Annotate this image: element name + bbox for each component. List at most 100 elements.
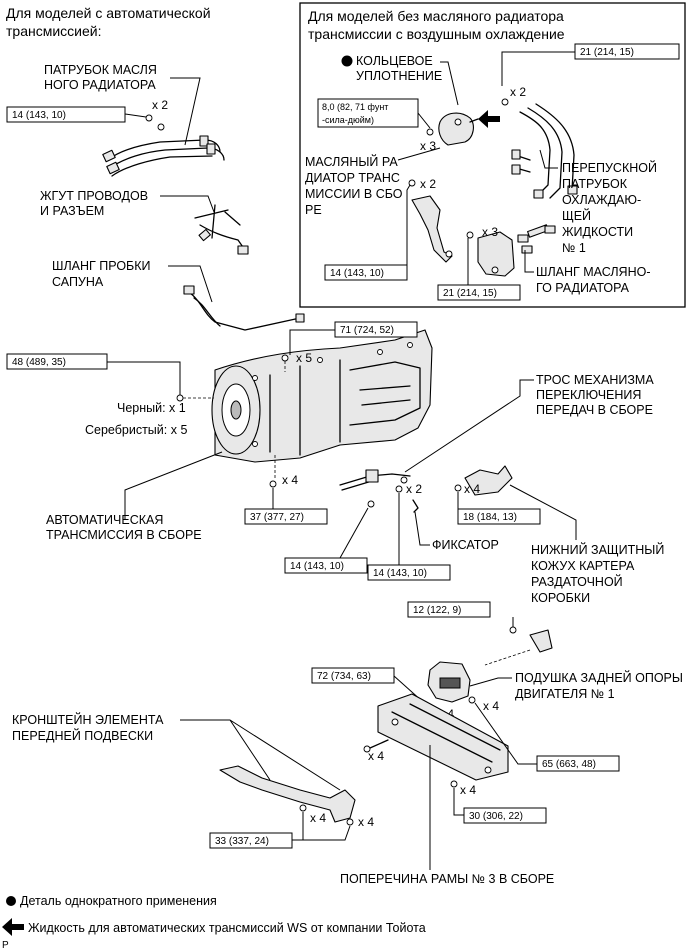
non-reusable-dot-inset	[341, 55, 353, 67]
crossmember-drawing	[377, 693, 509, 781]
inset-heading-line2: трансмиссии с воздушным охлаждение	[308, 26, 565, 42]
torque-cooler: 14 (143, 10)	[12, 110, 66, 121]
label-engine-mount-2: ДВИГАТЕЛЯ № 1	[515, 687, 615, 701]
torque-18: 18 (184, 13)	[463, 512, 517, 523]
label-black: Черный: x 1	[117, 401, 186, 415]
torque-21-bottom: 21 (214, 15)	[443, 288, 497, 299]
qty-4a: x 4	[282, 473, 298, 487]
qty-4b: x 4	[464, 482, 480, 496]
torque-box-14-inset	[324, 264, 408, 281]
torque-box-21-bottom	[437, 284, 521, 301]
label-transfer-cover-1: НИЖНИЙ ЗАЩИТНЫЙ	[531, 542, 664, 557]
torque-14-a: 14 (143, 10)	[290, 561, 344, 572]
label-transfer-cover-3: РАЗДАТОЧНОЙ	[531, 574, 623, 589]
label-suspension-2: ПЕРЕДНЕЙ ПОДВЕСКИ	[12, 728, 153, 743]
mount-bracket-drawing	[529, 629, 553, 653]
fluid-arrow-legend-icon	[2, 918, 24, 936]
inset-oil-cooler-drawing	[426, 112, 479, 146]
label-bypass-4: ЩЕЙ	[562, 208, 591, 223]
wire-harness-drawing	[194, 204, 249, 255]
qty-cooler: x 2	[152, 98, 168, 112]
qty-3a: x 3	[420, 139, 436, 153]
label-shift-cable-1: ТРОС МЕХАНИЗМА	[536, 373, 654, 387]
inset-bracket-drawing	[411, 195, 453, 263]
label-clip: ФИКСАТОР	[432, 538, 499, 552]
fluid-arrow-icon	[478, 110, 500, 128]
label-bypass-2: ПАТРУБОК	[562, 177, 628, 191]
qty-4g: x 4	[310, 811, 326, 825]
qty-3b: x 3	[482, 225, 498, 239]
label-engine-mount-1: ПОДУШКА ЗАДНЕЙ ОПОРЫ	[515, 670, 683, 685]
torque-21-top: 21 (214, 15)	[580, 47, 634, 58]
qty-2b: x 2	[420, 177, 436, 191]
automatic-transmission-drawing	[211, 329, 433, 463]
inset-valve-block-drawing	[466, 224, 556, 277]
torque-8-line2: -сила-дюйм)	[322, 115, 374, 125]
label-silver: Серебристый: x 5	[85, 423, 187, 437]
breather-hose-drawing	[183, 285, 305, 331]
label-cooler-hose-1: ШЛАНГ МАСЛЯНО-	[536, 265, 651, 279]
label-bypass-3: ОХЛАЖДАЮ-	[562, 193, 641, 207]
qty-5: x 5	[296, 351, 312, 365]
transfer-cover-drawing	[454, 465, 513, 496]
torque-box-12	[407, 601, 491, 618]
legend-non-reusable: Деталь однократного применения	[20, 894, 217, 908]
auto-models-heading-line2: трансмиссией:	[6, 23, 101, 39]
label-bypass-5: ЖИДКОСТИ	[562, 225, 633, 239]
label-harness-1: ЖГУТ ПРОВОДОВ	[40, 189, 148, 203]
label-breather-1: ШЛАНГ ПРОБКИ	[52, 259, 151, 273]
label-transfer-cover-2: КОЖУХ КАРТЕРА	[531, 559, 635, 573]
torque-box-14-a	[284, 557, 368, 574]
qty-2c: x 2	[406, 482, 422, 496]
footer-mark: P	[2, 940, 9, 951]
non-reusable-dot-icon	[6, 896, 16, 906]
label-breather-2: САПУНА	[52, 275, 104, 289]
label-harness-2: И РАЗЪЕМ	[40, 204, 104, 218]
shift-cable-drawing	[339, 469, 411, 491]
torque-37: 37 (377, 27)	[250, 512, 304, 523]
legend-fluid: Жидкость для автоматических трансмиссий …	[28, 921, 426, 935]
label-transfer-cover-4: КОРОБКИ	[531, 591, 590, 605]
label-shift-cable-3: ПЕРЕДАЧ В СБОРЕ	[536, 403, 653, 417]
torque-box-8	[317, 98, 419, 128]
label-crossmember: ПОПЕРЕЧИНА РАМЫ № 3 В СБОРЕ	[340, 872, 554, 886]
engine-mount-drawing	[427, 661, 476, 704]
torque-14-inset: 14 (143, 10)	[330, 268, 384, 279]
torque-14-b: 14 (143, 10)	[373, 568, 427, 579]
bypass-pipe-drawing	[511, 103, 578, 199]
torque-30: 30 (306, 22)	[469, 811, 523, 822]
qty-4h: x 4	[358, 815, 374, 829]
qty-4f: x 4	[460, 783, 476, 797]
label-cooler-assy-2: ДИАТОР ТРАНС	[305, 171, 400, 185]
label-oring-1: КОЛЬЦЕВОЕ	[356, 54, 433, 68]
label-cooler-pipe-2: НОГО РАДИАТОРА	[44, 78, 156, 92]
label-cooler-hose-2: ГО РАДИАТОРА	[536, 281, 630, 295]
suspension-bracket-drawing	[219, 765, 356, 826]
torque-8-line1: 8,0 (82, 71 фунт	[322, 102, 388, 112]
torque-71: 71 (724, 52)	[340, 325, 394, 336]
torque-box-14-b	[367, 564, 451, 581]
auto-models-heading-line1: Для моделей с автоматической	[6, 5, 211, 21]
air-cooled-inset-frame	[299, 2, 686, 308]
qty-top: x 2	[510, 85, 526, 99]
torque-box-72	[311, 667, 395, 684]
label-cooler-assy-3: МИССИИ В СБО	[305, 187, 403, 201]
label-auto-trans-2: ТРАНСМИССИЯ В СБОРЕ	[46, 528, 202, 542]
torque-box-37	[244, 508, 328, 525]
label-cooler-pipe-1: ПАТРУБОК МАСЛЯ	[44, 63, 157, 77]
inset-heading-line1: Для моделей без масляного радиатора	[308, 8, 564, 24]
label-auto-trans-1: АВТОМАТИЧЕСКАЯ	[46, 513, 163, 527]
torque-72: 72 (734, 63)	[317, 671, 371, 682]
qty-4e: x 4	[368, 749, 384, 763]
label-suspension-1: КРОНШТЕЙН ЭЛЕМЕНТА	[12, 712, 164, 727]
label-bypass-6: № 1	[562, 241, 586, 255]
label-cooler-assy-1: МАСЛЯНЫЙ РА	[305, 154, 398, 169]
label-bypass-1: ПЕРЕПУСКНОЙ	[562, 160, 657, 175]
torque-33: 33 (337, 24)	[215, 836, 269, 847]
qty-4d: x 4	[483, 699, 499, 713]
label-oring-2: УПЛОТНЕНИЕ	[356, 69, 442, 83]
torque-12: 12 (122, 9)	[413, 605, 461, 616]
oil-cooler-pipe-drawing	[102, 114, 225, 177]
torque-65: 65 (663, 48)	[542, 759, 596, 770]
